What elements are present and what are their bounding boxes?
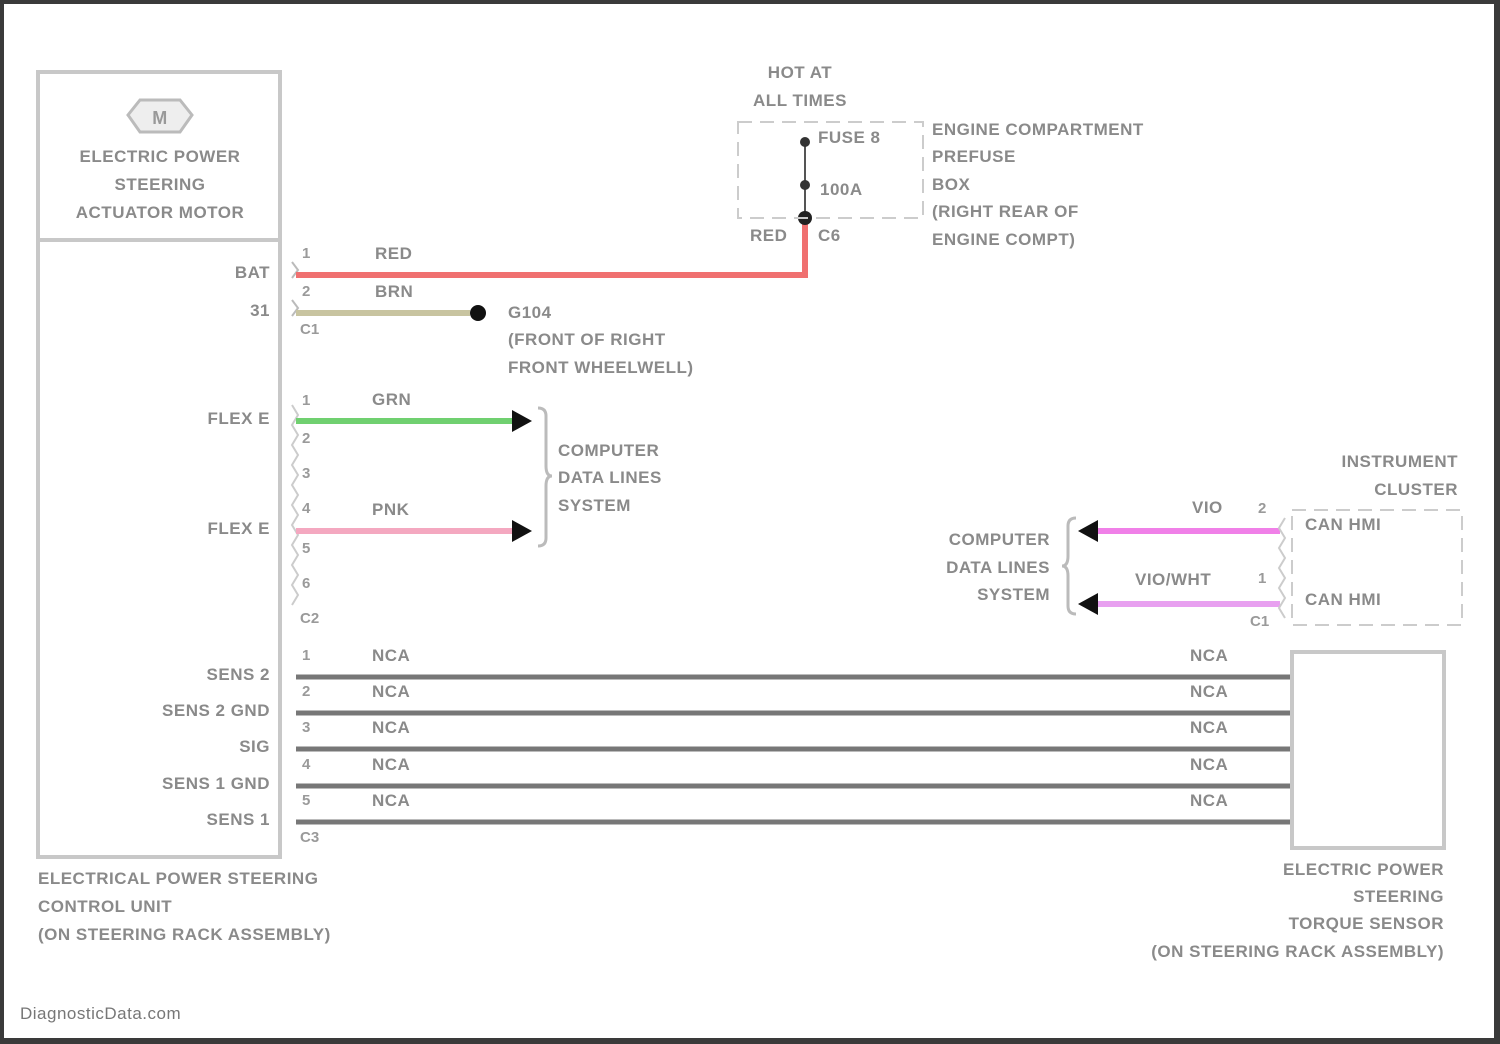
- cluster-connector: C1: [1250, 613, 1270, 630]
- pin-label-sig: SIG: [239, 737, 270, 756]
- torque-sensor-name-3: TORQUE SENSOR: [1288, 914, 1444, 933]
- connector-c3: C3: [300, 829, 320, 846]
- ground-id: G104: [508, 303, 552, 322]
- pin-number: 1: [302, 245, 311, 262]
- connector-c2: C2: [300, 610, 320, 627]
- data-lines-right-1[interactable]: COMPUTER: [948, 530, 1050, 549]
- control-unit-box: [36, 238, 282, 859]
- pin-label-sens2: SENS 2: [206, 665, 270, 684]
- data-lines-left-3[interactable]: SYSTEM: [558, 496, 631, 515]
- pin-label-sens2-gnd: SENS 2 GND: [162, 701, 270, 720]
- fuse-location-1: ENGINE COMPARTMENT: [932, 120, 1144, 139]
- fuse-rating: 100A: [820, 180, 863, 199]
- wire-nca: NCA: [372, 791, 411, 810]
- pin-label-sens1-gnd: SENS 1 GND: [162, 774, 270, 793]
- motor-label-3: ACTUATOR MOTOR: [75, 203, 245, 222]
- fuse-location-4: (RIGHT REAR OF: [932, 202, 1079, 221]
- pin-number: 4: [302, 500, 311, 517]
- control-unit-name-3: (ON STEERING RACK ASSEMBLY): [38, 925, 331, 944]
- wire-nca: NCA: [1190, 791, 1229, 810]
- wire-color-pnk: PNK: [372, 500, 410, 519]
- fuse-connector: C6: [818, 226, 841, 245]
- pin-number: 6: [302, 575, 311, 592]
- fuse-label: FUSE 8: [818, 128, 881, 147]
- control-unit-name-1: ELECTRICAL POWER STEERING: [38, 869, 319, 888]
- pin-number: 1: [302, 647, 311, 664]
- torque-sensor-name-2: STEERING: [1353, 887, 1444, 906]
- motor-icon: [126, 98, 194, 134]
- fuse-location-3: BOX: [932, 175, 971, 194]
- fuse-location-2: PREFUSE: [932, 147, 1016, 166]
- wire-nca: NCA: [1190, 718, 1229, 737]
- wire-nca: NCA: [1190, 755, 1229, 774]
- wire-color-red: RED: [375, 244, 413, 263]
- data-lines-right-2[interactable]: DATA LINES: [946, 558, 1050, 577]
- watermark: DiagnosticData.com: [20, 1004, 182, 1023]
- wire-nca: NCA: [372, 718, 411, 737]
- data-lines-right-3[interactable]: SYSTEM: [977, 585, 1050, 604]
- pin-number: 5: [302, 792, 311, 809]
- motor-label-2: STEERING: [114, 175, 206, 194]
- pin-number: 2: [1258, 500, 1267, 517]
- diagram-canvas: [4, 4, 1494, 1038]
- wire-nca: NCA: [1190, 682, 1229, 701]
- wire-color-vio: VIO: [1192, 498, 1223, 517]
- pin-label-sens1: SENS 1: [206, 810, 270, 829]
- wire-nca: NCA: [372, 682, 411, 701]
- ground-location-1: (FRONT OF RIGHT: [508, 330, 666, 349]
- data-lines-left-1[interactable]: COMPUTER: [558, 441, 660, 460]
- torque-sensor-name-1: ELECTRIC POWER: [1283, 860, 1444, 879]
- pin-number: 2: [302, 683, 311, 700]
- wire-color-brn: BRN: [375, 282, 414, 301]
- ground-icon: [470, 305, 486, 321]
- pin-number: 4: [302, 756, 311, 773]
- control-unit-name-2: CONTROL UNIT: [38, 897, 173, 916]
- wire-nca: NCA: [372, 646, 411, 665]
- pin-number: 1: [302, 392, 311, 409]
- pin-label-flexe-4: FLEX E: [207, 519, 270, 538]
- pin-number: 2: [302, 283, 311, 300]
- wire-nca: NCA: [1190, 646, 1229, 665]
- pin-number: 2: [302, 430, 311, 447]
- cluster-title-1: INSTRUMENT: [1341, 452, 1458, 471]
- can-hmi-2: CAN HMI: [1305, 590, 1382, 609]
- data-lines-left-2[interactable]: DATA LINES: [558, 468, 662, 487]
- pin-number: 1: [1258, 570, 1267, 587]
- wire-color-vio-wht: VIO/WHT: [1135, 570, 1212, 589]
- hot-at-label: HOT AT: [767, 63, 833, 82]
- ground-location-2: FRONT WHEELWELL): [508, 358, 694, 377]
- wire-nca: NCA: [372, 755, 411, 774]
- wire-color-grn: GRN: [372, 390, 412, 409]
- cluster-title-2: CLUSTER: [1374, 480, 1458, 499]
- pin-label-bat: BAT: [234, 263, 270, 282]
- all-times-label: ALL TIMES: [753, 91, 847, 110]
- pin-number: 3: [302, 719, 311, 736]
- torque-sensor-box: [1290, 650, 1446, 850]
- torque-sensor-name-4: (ON STEERING RACK ASSEMBLY): [1151, 942, 1444, 961]
- pin-label-31: 31: [250, 301, 270, 320]
- fuse-location-5: ENGINE COMPT): [932, 230, 1076, 249]
- can-hmi-1: CAN HMI: [1305, 515, 1382, 534]
- motor-symbol-label: M: [152, 108, 168, 128]
- motor-label-1: ELECTRIC POWER: [79, 147, 241, 166]
- pin-number: 5: [302, 540, 311, 557]
- connector-c1: C1: [300, 321, 320, 338]
- pin-number: 3: [302, 465, 311, 482]
- fuse-wire-red: RED: [750, 226, 788, 245]
- pin-label-flexe-1: FLEX E: [207, 409, 270, 428]
